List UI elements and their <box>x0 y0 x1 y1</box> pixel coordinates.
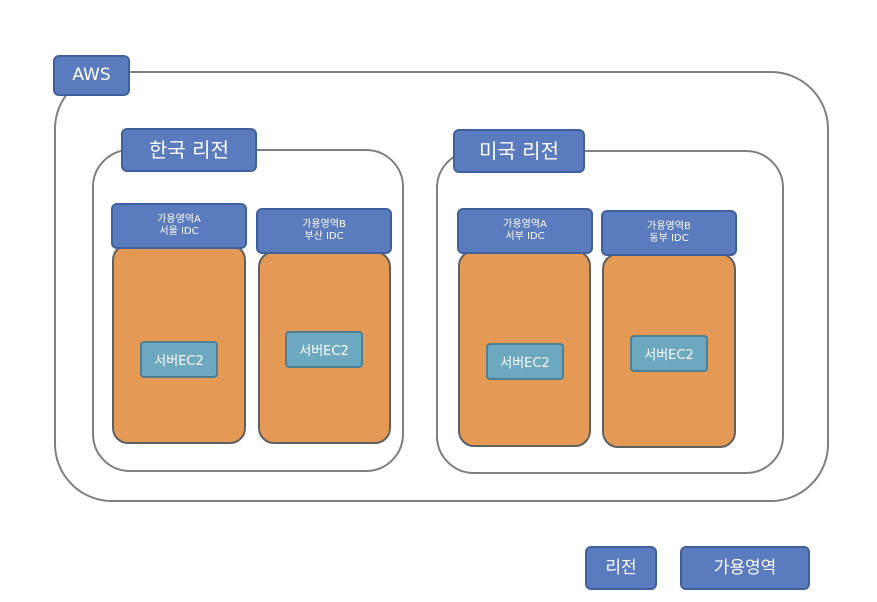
zone-name: 가용영역B <box>302 218 346 230</box>
zone-idc: 부산 IDC <box>304 231 344 242</box>
legend-zone: 가용영역 <box>680 546 810 590</box>
zone-name: 가용영역B <box>647 220 691 232</box>
zone-korea-a-header: 가용영역A 서울 IDC <box>111 203 247 249</box>
zone-idc: 서부 IDC <box>505 231 545 242</box>
zone-name: 가용영역A <box>157 213 201 225</box>
server-ec2-korea-b: 서버EC2 <box>285 331 363 368</box>
legend-region: 리전 <box>585 546 657 590</box>
zone-idc: 동부 IDC <box>649 233 689 244</box>
region-korea-label: 한국 리전 <box>121 128 257 172</box>
zone-idc: 서울 IDC <box>159 226 199 237</box>
region-us-label: 미국 리전 <box>453 129 585 173</box>
zone-us-b-header: 가용영역B 동부 IDC <box>601 210 737 256</box>
zone-korea-b-header: 가용영역B 부산 IDC <box>256 208 392 254</box>
server-ec2-us-b: 서버EC2 <box>630 335 708 372</box>
server-ec2-korea-a: 서버EC2 <box>140 341 218 378</box>
aws-label: AWS <box>53 55 130 96</box>
zone-name: 가용영역A <box>503 218 547 230</box>
server-ec2-us-a: 서버EC2 <box>486 343 564 380</box>
zone-us-a-header: 가용영역A 서부 IDC <box>457 208 593 254</box>
